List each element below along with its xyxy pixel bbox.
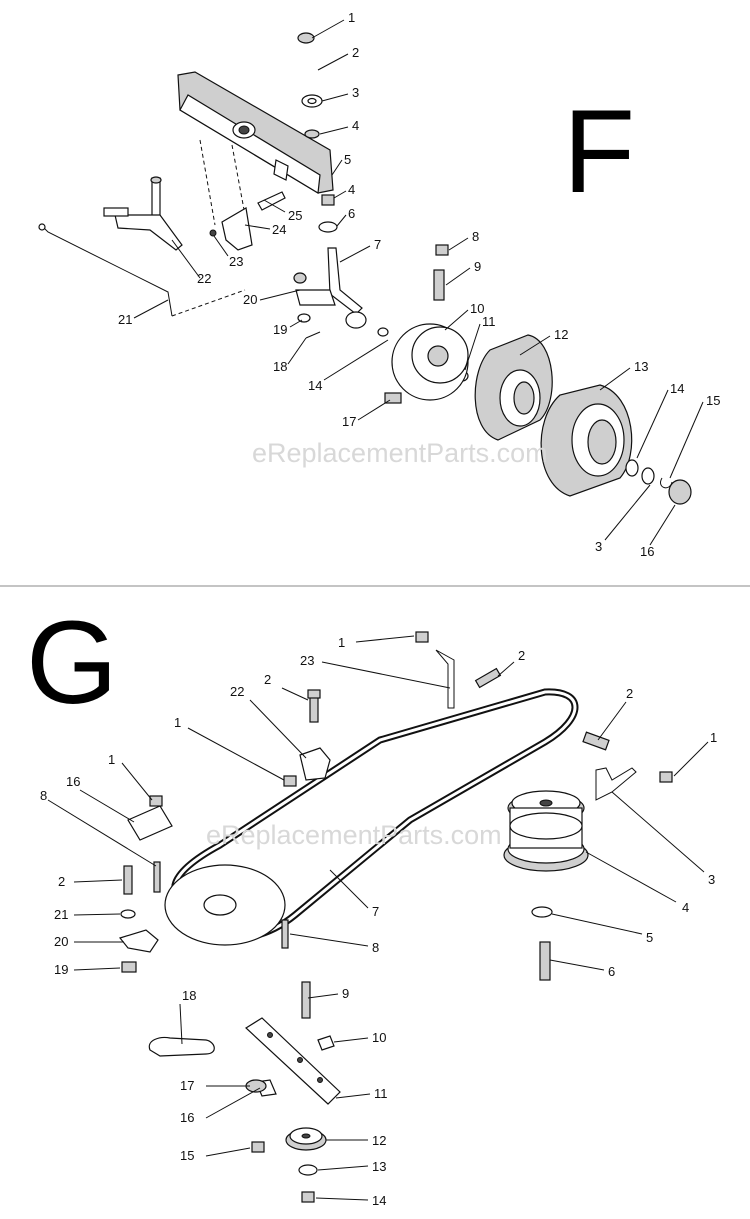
callout-g-2a: 2 xyxy=(518,648,525,663)
callout-g-22: 22 xyxy=(230,684,244,699)
double-pulley xyxy=(503,790,589,872)
front-tire-2 xyxy=(540,384,633,497)
callout-f-12: 12 xyxy=(554,327,568,342)
callout-f-21: 21 xyxy=(118,312,132,327)
callout-g-2c: 2 xyxy=(58,874,65,889)
callout-f-23: 23 xyxy=(229,254,243,269)
callout-g-9: 9 xyxy=(342,986,349,1001)
callout-f-20: 20 xyxy=(243,292,257,307)
callout-f-6: 6 xyxy=(348,206,355,221)
callout-g-20: 20 xyxy=(54,934,68,949)
callout-f-3b: 3 xyxy=(595,539,602,554)
callout-g-3: 3 xyxy=(708,872,715,887)
callout-g-19: 19 xyxy=(54,962,68,977)
callout-f-4b: 4 xyxy=(348,182,355,197)
callout-f-9: 9 xyxy=(474,259,481,274)
bracket-18 xyxy=(148,1036,215,1057)
callout-g-6: 6 xyxy=(608,964,615,979)
callout-g-16b: 16 xyxy=(180,1110,194,1125)
callout-g-4: 4 xyxy=(682,900,689,915)
callout-f-24: 24 xyxy=(272,222,286,237)
wheel-hardware xyxy=(625,459,692,505)
callout-g-11: 11 xyxy=(374,1086,388,1101)
callout-g-5: 5 xyxy=(646,930,653,945)
callout-f-5: 5 xyxy=(344,152,351,167)
front-tire-1 xyxy=(474,334,553,441)
callout-g-15: 15 xyxy=(180,1148,194,1163)
watermark-g: eReplacementParts.com xyxy=(206,820,502,850)
callout-f-10: 10 xyxy=(470,301,484,316)
callout-g-2d: 2 xyxy=(626,686,633,701)
idler-arm xyxy=(245,1017,341,1105)
callout-g-1c: 1 xyxy=(108,752,115,767)
section-g: G xyxy=(26,597,717,1208)
callout-f-7: 7 xyxy=(374,237,381,252)
callout-g-14: 14 xyxy=(372,1193,386,1208)
callout-f-8: 8 xyxy=(472,229,479,244)
idler-pulley xyxy=(285,1127,327,1151)
callout-f-11: 11 xyxy=(482,314,496,329)
large-pulley xyxy=(164,864,286,946)
leader-lines-g xyxy=(47,635,709,1201)
callout-g-13: 13 xyxy=(372,1159,386,1174)
callout-f-18: 18 xyxy=(273,359,287,374)
callout-g-12: 12 xyxy=(372,1133,386,1148)
hardware-stack xyxy=(293,32,469,404)
callout-f-22: 22 xyxy=(197,271,211,286)
steering-bracket xyxy=(103,176,183,251)
callout-g-16a: 16 xyxy=(66,774,80,789)
callout-f-19: 19 xyxy=(273,322,287,337)
callout-f-1: 1 xyxy=(348,10,355,25)
callout-f-15: 15 xyxy=(706,393,720,408)
spindle xyxy=(295,247,389,337)
callout-g-23: 23 xyxy=(300,653,314,668)
callout-f-16: 16 xyxy=(640,544,654,559)
callout-g-18: 18 xyxy=(182,988,196,1003)
spindle-bracket xyxy=(209,191,286,251)
section-f: F xyxy=(38,10,720,559)
callout-g-1b: 1 xyxy=(174,715,181,730)
wheel-hub xyxy=(391,323,469,401)
section-f-letter: F xyxy=(563,86,635,218)
callout-f-17: 17 xyxy=(342,414,356,429)
callout-f-4a: 4 xyxy=(352,118,359,133)
callout-labels-g: 1 2 23 2 22 1 1 16 8 2 21 20 19 2 1 3 4 … xyxy=(40,635,717,1208)
callout-f-13: 13 xyxy=(634,359,648,374)
leader-lines-f xyxy=(133,19,704,546)
callout-f-25: 25 xyxy=(288,208,302,223)
callout-f-2: 2 xyxy=(352,45,359,60)
callout-f-14a: 14 xyxy=(670,381,684,396)
callout-g-2b: 2 xyxy=(264,672,271,687)
callout-g-8b: 8 xyxy=(372,940,379,955)
drag-link xyxy=(38,223,246,317)
callout-g-8a: 8 xyxy=(40,788,47,803)
watermark-f: eReplacementParts.com xyxy=(252,438,548,468)
callout-g-1d: 1 xyxy=(710,730,717,745)
callout-g-17: 17 xyxy=(180,1078,194,1093)
callout-labels-f: 1 2 3 4 5 4 6 7 8 9 10 11 12 13 14 15 16… xyxy=(118,10,720,559)
callout-g-21: 21 xyxy=(54,907,68,922)
callout-g-10: 10 xyxy=(372,1030,386,1045)
callout-f-3: 3 xyxy=(352,85,359,100)
callout-g-7: 7 xyxy=(372,904,379,919)
callout-g-1a: 1 xyxy=(338,635,345,650)
front-axle-beam xyxy=(177,71,334,226)
hardware-g xyxy=(120,631,673,1203)
callout-f-14b: 14 xyxy=(308,378,322,393)
section-g-letter: G xyxy=(26,597,118,729)
